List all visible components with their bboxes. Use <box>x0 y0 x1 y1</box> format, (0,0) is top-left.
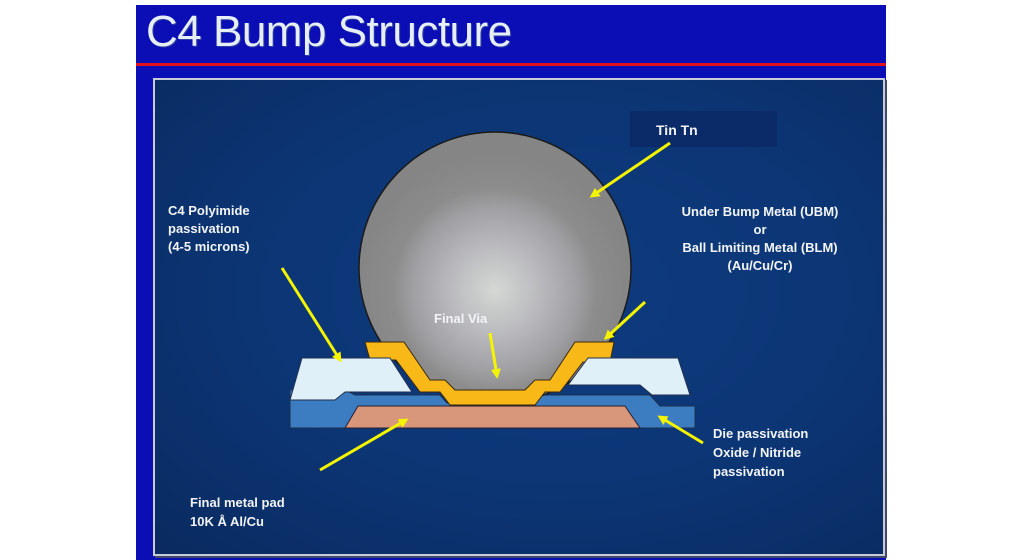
metal-pad-layer <box>344 405 641 429</box>
slide: C4 Bump Structure <box>136 5 886 560</box>
tin-label: Tin Tn <box>656 122 698 138</box>
slide-title: C4 Bump Structure <box>146 7 512 56</box>
ubm-arrow <box>603 300 647 341</box>
polyimide-left <box>289 357 413 401</box>
polyimide-arrow <box>280 267 342 363</box>
final-via-arrow <box>488 332 501 379</box>
title-underline <box>136 63 886 66</box>
tin-arrow <box>589 141 671 198</box>
die-passivation-arrow <box>657 415 704 445</box>
metal-pad-arrow <box>319 418 409 472</box>
polyimide-right <box>567 357 691 396</box>
final-via-label: Final Via <box>434 311 488 326</box>
tin-label-box <box>630 111 777 147</box>
